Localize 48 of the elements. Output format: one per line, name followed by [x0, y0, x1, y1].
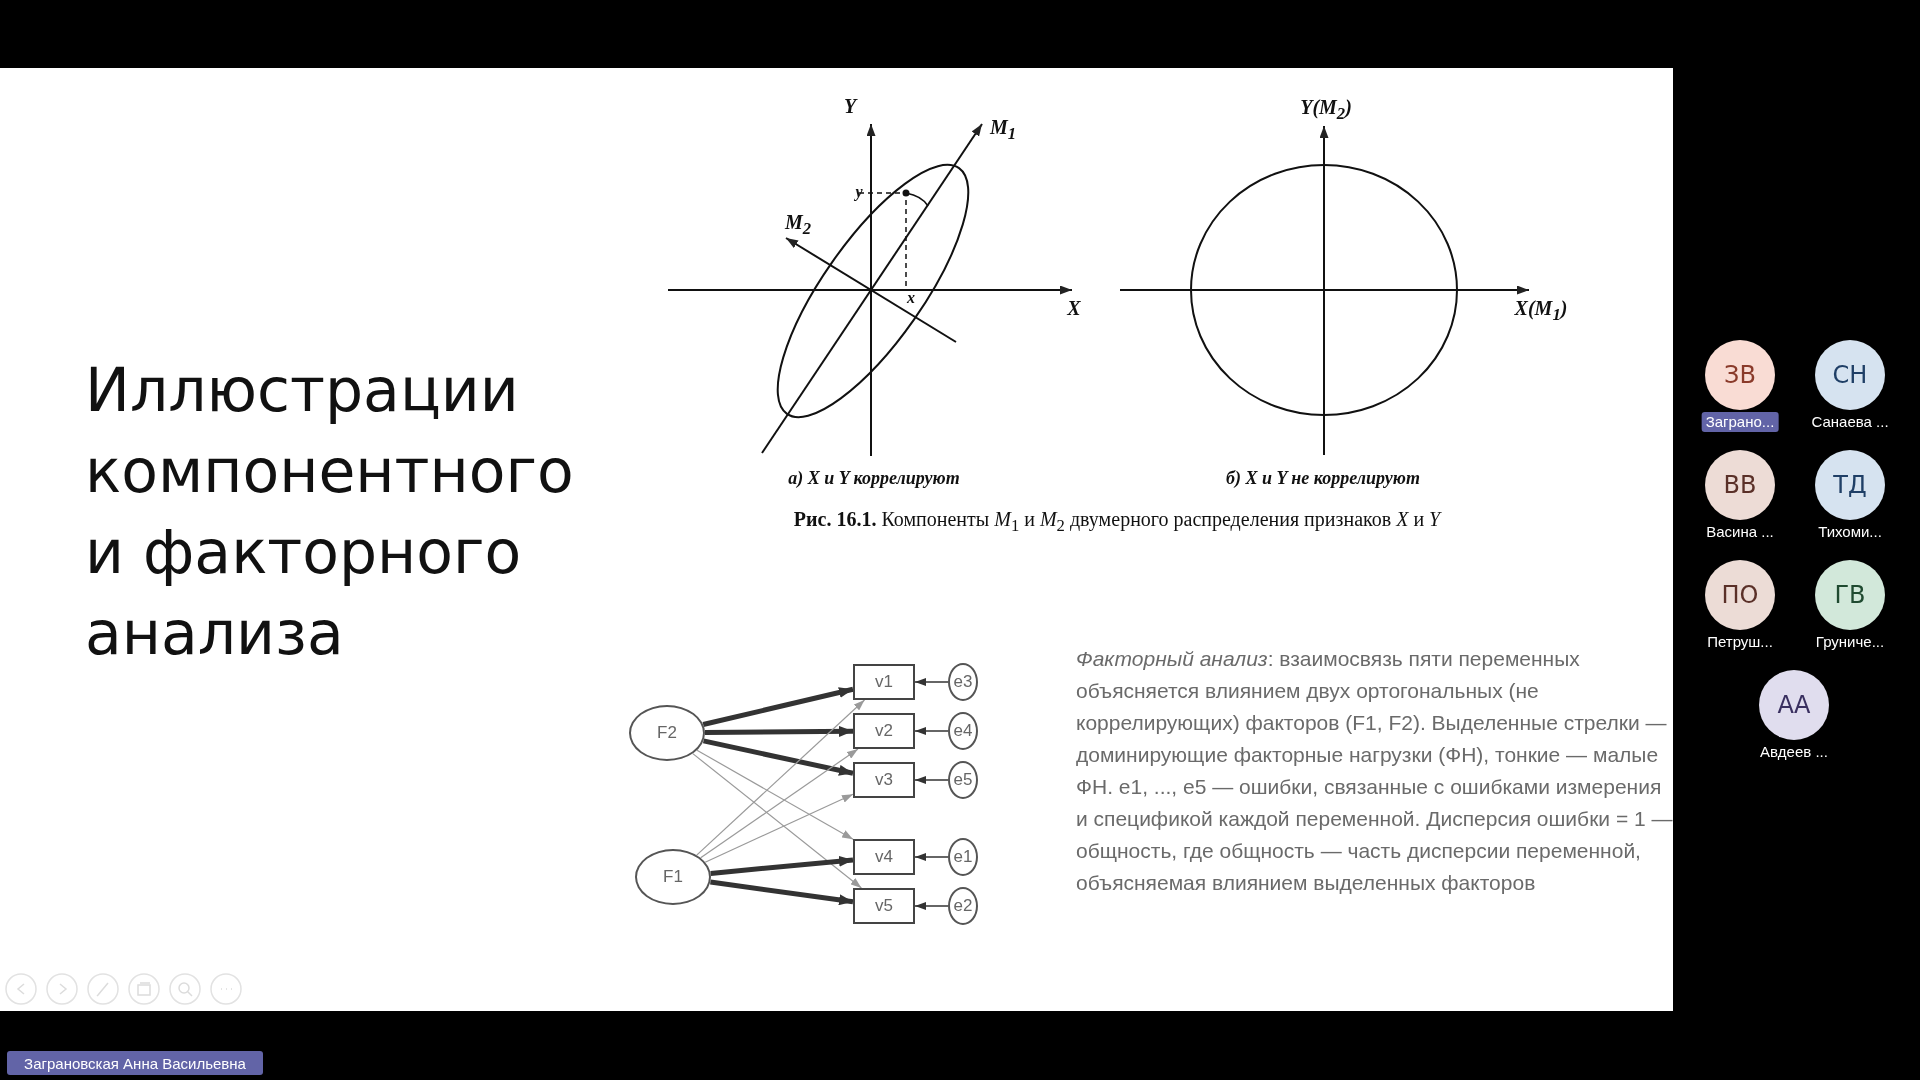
variable-box: v5	[853, 888, 915, 924]
avatar-circle: ГВ	[1815, 560, 1885, 630]
axis-label: Y(M$_{2}$)	[1300, 96, 1352, 124]
arrow	[692, 753, 862, 889]
variable-box: v4	[853, 839, 915, 875]
arrow	[696, 749, 854, 840]
arrow	[914, 853, 949, 861]
variable-box: v3	[853, 762, 915, 798]
name-tag: Заграновская Анна Васильевна	[7, 1051, 263, 1075]
figure-caption: Рис. 16.1. Компоненты M$_{1}$ и M$_{2}$ двумерного распределения признаков X и Y	[793, 508, 1441, 536]
description-paragraph: Факторный анализ: взаимосвязь пяти переменных объясняется влиянием двух ортогональных (не коррелирующих) факторов (F1, F2). Выделенные стрелки — доминирующие факторные нагрузки (ФН), тонкие — малые ФН. e1, ..., e5 — ошибки, связанные с ошибками измерения и спецификой каждой переменной. Дисперсия ошибки = 1 — общность, где общность — часть дисперсии переменной, объясняемая влиянием выделенных факторов	[1076, 646, 1674, 896]
arrow	[700, 748, 859, 859]
participant-name: Тихоми...	[1817, 522, 1883, 542]
avatar-circle: СН	[1815, 340, 1885, 410]
plot-caption: а) X и Y коррелируют	[788, 467, 960, 489]
avatar-circle: ЗВ	[1705, 340, 1775, 410]
axis-label: M$_{2}$	[784, 211, 812, 239]
participant-name: Петруш...	[1706, 632, 1774, 652]
participant-name: Авдеев ...	[1759, 742, 1829, 762]
arrow	[914, 727, 949, 735]
slide-title: Иллюстрации компонентного и факторного анализа	[85, 354, 575, 670]
avatar-circle: АА	[1759, 670, 1829, 740]
axis-label: y	[855, 183, 863, 201]
arrow	[914, 776, 949, 784]
variable-box: v2	[853, 713, 915, 749]
arrow	[702, 738, 854, 776]
avatar-circle: ВВ	[1705, 450, 1775, 520]
arrow	[702, 686, 854, 727]
axis-label: x	[907, 289, 915, 307]
axis-label: M$_{1}$	[989, 116, 1017, 144]
participant-name: Васина ...	[1705, 522, 1775, 542]
axis-label: Y	[843, 94, 857, 118]
name-tag: Заграно...	[1701, 412, 1779, 432]
plot-caption: б) X и Y не коррелируют	[1226, 467, 1420, 489]
arrow	[914, 902, 949, 910]
axis-label: X(M$_{1}$)	[1514, 297, 1568, 325]
arrow	[710, 855, 854, 876]
arrow	[914, 678, 949, 686]
variable-box: v1	[853, 664, 915, 700]
participant-name: Груниче...	[1814, 632, 1886, 652]
participant-name: Санаева ...	[1810, 412, 1890, 432]
arrow	[696, 699, 866, 856]
arrow	[710, 879, 854, 906]
arrow	[704, 725, 854, 737]
axis-label: X	[1067, 296, 1081, 320]
avatar-circle: ПО	[1705, 560, 1775, 630]
avatar-circle: ТД	[1815, 450, 1885, 520]
arrow	[704, 793, 854, 863]
